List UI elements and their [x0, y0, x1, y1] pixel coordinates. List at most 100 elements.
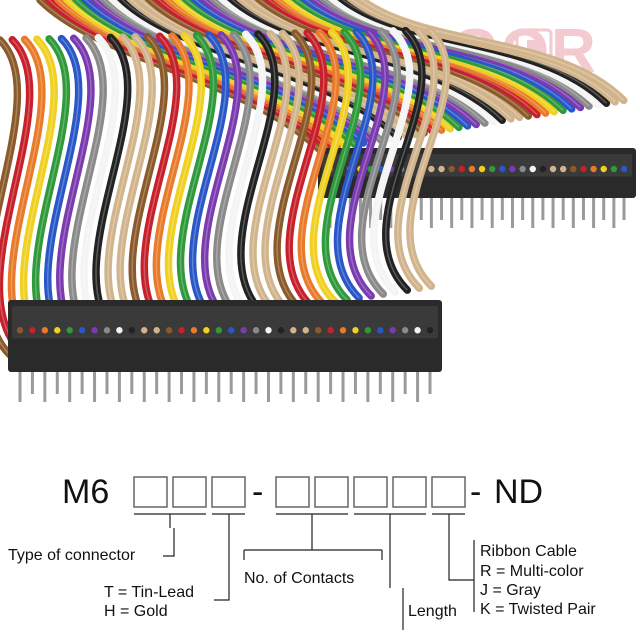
front-cable-wire [164, 31, 206, 330]
front-pin [217, 368, 221, 402]
rear-contact-hole [499, 165, 506, 173]
front-contact-hole [327, 327, 334, 334]
front-pin [229, 368, 233, 394]
rear-pin [358, 194, 362, 220]
front-cable-wire [225, 30, 267, 320]
front-pin [117, 368, 121, 402]
front-pin [204, 368, 208, 394]
rear-contact-hole [570, 165, 577, 173]
front-cable-wire-highlight [179, 34, 215, 325]
front-contact-hole [16, 327, 24, 334]
front-cable-wire-highlight [361, 30, 399, 295]
code-box-5 [314, 476, 349, 508]
front-contact-hole [103, 327, 111, 334]
code-box-4 [275, 476, 310, 508]
front-pin [93, 368, 97, 402]
rear-contact-hole [438, 165, 445, 173]
front-cable-wire-highlight [324, 31, 362, 301]
bracket-length [354, 513, 426, 630]
legend: Type of connector T = Tin-Lead H = Gold … [8, 543, 596, 620]
front-pin [341, 368, 345, 402]
front-contact-hole [389, 327, 396, 334]
front-cable-wire-highlight [191, 34, 227, 323]
front-contact-hole [215, 327, 222, 334]
label-ribbon-gray: J = Gray [480, 582, 541, 599]
front-contact-hole [302, 327, 309, 334]
rear-pin [602, 194, 606, 220]
front-pin [18, 368, 22, 402]
rear-pin [429, 194, 433, 228]
label-plating-gold: H = Gold [104, 603, 168, 620]
part-number-dash-2: - [470, 473, 481, 511]
rear-contact-hole [580, 165, 587, 173]
leader-lines [134, 513, 475, 630]
front-contact-hole [265, 327, 272, 334]
label-type-of-connector: Type of connector [8, 547, 136, 564]
front-contact-hole [153, 327, 160, 334]
front-pin [105, 368, 109, 394]
front-pin [316, 368, 320, 402]
front-cable-wire [297, 28, 340, 308]
front-cable-wire [394, 26, 438, 292]
front-pin [266, 368, 270, 402]
rear-pin [369, 194, 373, 228]
front-cable-wire-highlight [373, 30, 411, 293]
label-plating-tin: T = Tin-Lead [104, 584, 194, 601]
rear-pin [612, 194, 616, 228]
code-box-6 [353, 476, 388, 508]
part-number: M6 - - ND [62, 473, 543, 511]
front-contact-hole [165, 327, 173, 334]
front-contact-hole [178, 327, 185, 334]
label-ribbon-cable: Ribbon Cable [480, 543, 577, 560]
front-pin [43, 368, 47, 402]
rear-pin [490, 194, 494, 228]
rear-cable-wire [355, 0, 628, 105]
front-pin [167, 368, 171, 402]
code-box-3 [211, 476, 246, 508]
label-no-of-contacts: No. of Contacts [244, 570, 354, 587]
front-pin [416, 368, 420, 402]
front-cable-wire-highlight [264, 32, 301, 311]
front-cable-wire-highlight [336, 31, 374, 299]
front-pin [242, 368, 246, 402]
front-pin [142, 368, 146, 402]
front-pin [130, 368, 134, 394]
front-cable-wire-highlight [240, 33, 276, 315]
rear-contact-hole [559, 165, 567, 173]
front-pin [366, 368, 370, 402]
rear-pin [541, 194, 545, 220]
rear-contact-hole [509, 165, 516, 173]
rear-contact-hole [428, 165, 435, 173]
front-cable-wire [213, 30, 255, 322]
rear-pin [521, 194, 525, 220]
code-box-8 [431, 476, 466, 508]
label-length: Length [408, 603, 457, 620]
front-cable-wire [0, 36, 22, 359]
front-contact-hole [190, 327, 198, 334]
front-cable-wire [273, 29, 316, 312]
front-cable-wire [188, 31, 230, 326]
front-contact-hole [116, 327, 123, 334]
front-contact-hole [401, 327, 409, 334]
front-contact-hole [352, 327, 359, 334]
front-pin [30, 368, 34, 394]
rear-pin [480, 194, 484, 220]
code-box-7 [392, 476, 427, 508]
front-contact-hole [41, 327, 49, 334]
front-pin [192, 368, 196, 402]
rear-contact-hole [610, 165, 618, 173]
front-cable-wire [140, 32, 181, 334]
front-contact-hole [364, 327, 372, 334]
rear-pin [460, 194, 464, 220]
ribbon-cable-illustration [0, 0, 636, 402]
front-contact-hole [290, 327, 297, 334]
rear-contact-hole [489, 165, 496, 173]
front-pin [55, 368, 59, 394]
front-pin [180, 368, 184, 394]
rear-contact-hole [448, 165, 455, 173]
front-cable-wire [309, 28, 353, 306]
front-pin [304, 368, 308, 394]
rear-pin [440, 194, 444, 220]
front-cable-wire-highlight [204, 34, 239, 321]
